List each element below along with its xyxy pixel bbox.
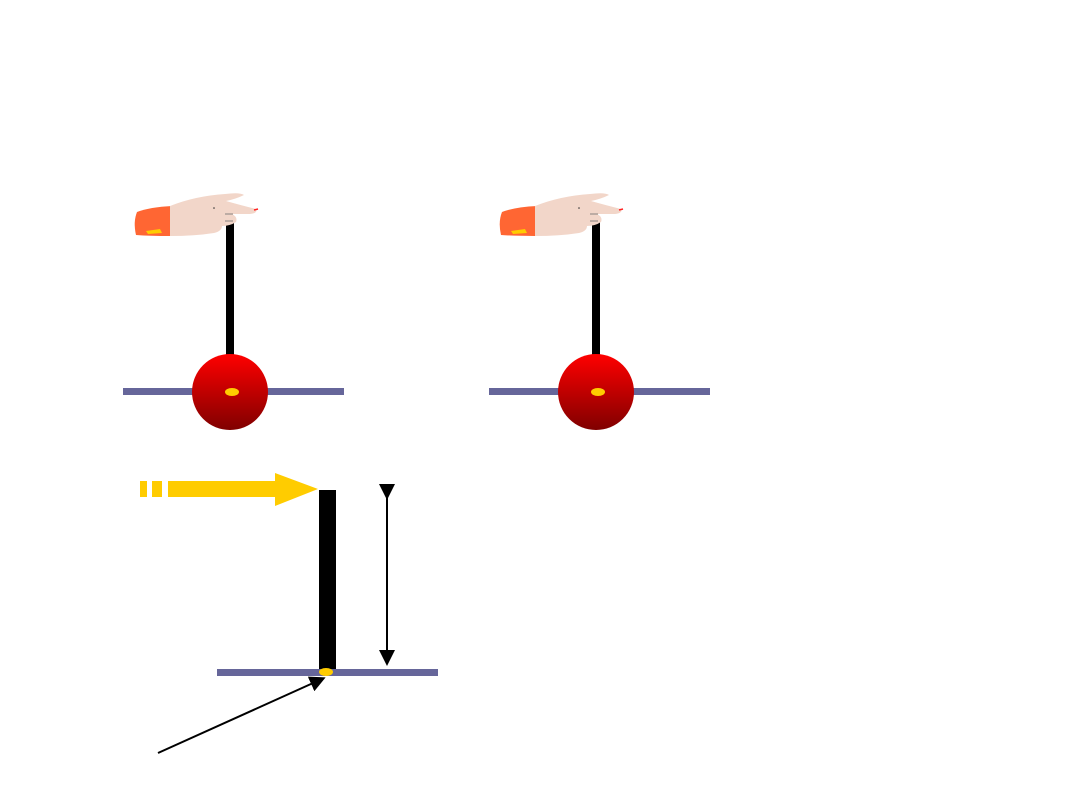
pendulum-right bbox=[489, 192, 710, 430]
pointing-hand-icon bbox=[498, 192, 624, 237]
lever-rod bbox=[319, 490, 336, 672]
pointer-arrow-icon bbox=[157, 676, 326, 754]
arrow-right-icon bbox=[140, 473, 318, 506]
rod bbox=[226, 222, 234, 362]
pendulum-left bbox=[123, 192, 344, 430]
pivot-dot bbox=[591, 388, 605, 396]
lever-diagram bbox=[140, 473, 438, 754]
pivot-dot bbox=[225, 388, 239, 396]
pointing-hand-icon bbox=[133, 192, 259, 237]
rod bbox=[592, 222, 600, 362]
pivot-dot bbox=[319, 668, 333, 676]
